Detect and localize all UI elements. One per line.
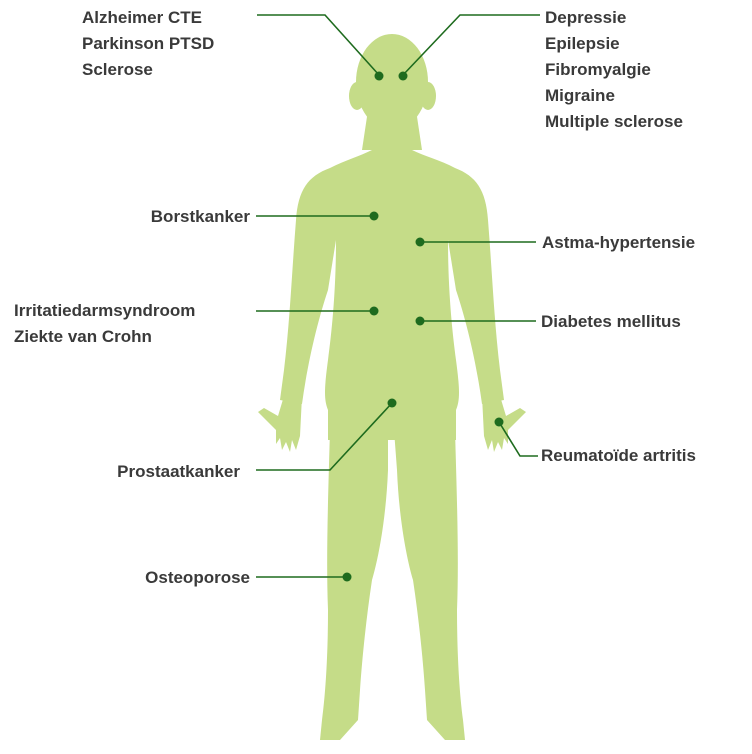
label-hand: Reumatoïde artritis [541, 443, 696, 469]
label-head-right-line-5: Multiple sclerose [545, 109, 683, 135]
dot-head-left [375, 72, 384, 81]
label-prostate: Prostaatkanker [117, 459, 240, 485]
label-hand-text: Reumatoïde artritis [541, 443, 696, 469]
dot-abdomen [416, 317, 425, 326]
label-head-right-line-1: Depressie [545, 5, 683, 31]
label-chest: Astma-hypertensie [542, 230, 695, 256]
label-knee-text: Osteoporose [145, 565, 250, 591]
torso [280, 150, 504, 410]
label-head-right-line-4: Migraine [545, 83, 683, 109]
left-hand [258, 396, 302, 452]
label-intestine-line-1: Irritatiedarmsyndroom [14, 298, 195, 324]
label-knee: Osteoporose [145, 565, 250, 591]
dot-chest [416, 238, 425, 247]
dot-intestine [370, 307, 379, 316]
dot-hand [495, 418, 504, 427]
label-head-right: Depressie Epilepsie Fibromyalgie Migrain… [545, 5, 683, 135]
label-head-right-line-3: Fibromyalgie [545, 57, 683, 83]
dot-breast [370, 212, 379, 221]
label-head-right-line-2: Epilepsie [545, 31, 683, 57]
label-head-left-line-3: Sclerose [82, 57, 214, 83]
label-head-left-line-1: Alzheimer CTE [82, 5, 214, 31]
label-head-left: Alzheimer CTE Parkinson PTSD Sclerose [82, 5, 214, 83]
label-abdomen-text: Diabetes mellitus [541, 309, 681, 335]
dot-head-right [399, 72, 408, 81]
label-head-left-line-2: Parkinson PTSD [82, 31, 214, 57]
label-abdomen: Diabetes mellitus [541, 309, 681, 335]
dot-prostate [388, 399, 397, 408]
dot-knee [343, 573, 352, 582]
right-hand [482, 396, 526, 452]
left-leg [320, 430, 388, 740]
neck [362, 110, 422, 150]
left-ear [349, 82, 365, 110]
label-breast-text: Borstkanker [151, 204, 250, 230]
label-chest-text: Astma-hypertensie [542, 230, 695, 256]
label-intestine: Irritatiedarmsyndroom Ziekte van Crohn [14, 298, 195, 350]
body-silhouette [258, 34, 526, 740]
label-prostate-text: Prostaatkanker [117, 459, 240, 485]
label-intestine-line-2: Ziekte van Crohn [14, 324, 195, 350]
right-ear [420, 82, 436, 110]
right-leg [394, 430, 465, 740]
label-breast: Borstkanker [151, 204, 250, 230]
